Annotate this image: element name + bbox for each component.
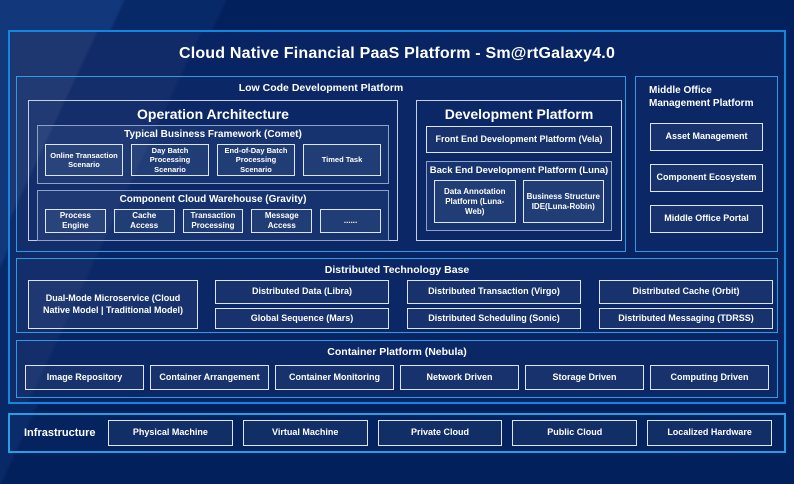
box-distributed-scheduling-sonic: Distributed Scheduling (Sonic) [407, 308, 581, 329]
box-process-engine: Process Engine [45, 209, 106, 234]
box-private-cloud: Private Cloud [377, 420, 503, 446]
luna-label: Back End Development Platform (Luna) [429, 165, 609, 176]
infrastructure-items: Physical Machine Virtual Machine Private… [108, 420, 772, 446]
typical-business-framework-comet: Typical Business Framework (Comet) Onlin… [37, 125, 389, 185]
box-network-driven: Network Driven [400, 365, 519, 390]
box-online-transaction-scenario: Online Transaction Scenario [45, 144, 123, 177]
box-distributed-transaction-virgo: Distributed Transaction (Virgo) [407, 280, 581, 304]
box-localized-hardware: Localized Hardware [647, 420, 772, 446]
box-public-cloud: Public Cloud [512, 420, 638, 446]
luna-items: Data Annotation Platform (Luna-Web) Busi… [427, 178, 611, 230]
box-asset-management: Asset Management [650, 123, 763, 151]
gravity-label: Component Cloud Warehouse (Gravity) [119, 194, 307, 206]
development-platform-box: Development Platform Front End Developme… [416, 100, 622, 241]
box-front-end-development-platform-vela: Front End Development Platform (Vela) [426, 126, 612, 153]
platform-frame: Cloud Native Financial PaaS Platform - S… [8, 30, 786, 404]
box-global-sequence-mars: Global Sequence (Mars) [215, 308, 389, 329]
panel-middle-office-management-platform: Middle Office Management Platform Asset … [635, 76, 778, 252]
operation-architecture-box: Operation Architecture Typical Business … [28, 100, 398, 242]
box-physical-machine: Physical Machine [108, 420, 233, 446]
box-distributed-messaging-tdrss: Distributed Messaging (TDRSS) [599, 308, 773, 329]
distributed-base-label: Distributed Technology Base [324, 264, 470, 276]
box-middle-office-portal: Middle Office Portal [650, 205, 763, 233]
middle-office-label: Middle Office Management Platform [649, 85, 754, 109]
panel-container-platform-nebula: Container Platform (Nebula) Image Reposi… [16, 340, 778, 398]
box-business-structure-ide-luna-robin: Business Structure IDE(Luna-Robin) [522, 180, 604, 223]
box-cache-access: Cache Access [113, 209, 175, 234]
box-ellipsis: ...... [320, 209, 381, 234]
box-container-arrangement: Container Arrangement [150, 365, 269, 390]
page-title: Cloud Native Financial PaaS Platform - S… [178, 45, 616, 62]
panel-distributed-technology-base: Distributed Technology Base Dual-Mode Mi… [16, 258, 778, 333]
box-transaction-processing: Transaction Processing [182, 209, 244, 234]
box-end-of-day-batch-processing-scenario: End-of-Day Batch Processing Scenario [217, 144, 295, 177]
box-distributed-cache-orbit: Distributed Cache (Orbit) [599, 280, 773, 304]
box-day-batch-processing-scenario: Day Batch Processing Scenario [131, 144, 209, 177]
box-timed-task: Timed Task [303, 144, 381, 177]
box-data-annotation-platform-luna-web: Data Annotation Platform (Luna-Web) [434, 180, 516, 223]
box-message-access: Message Access [251, 209, 313, 234]
panel-low-code-development-platform: Low Code Development Platform Operation … [16, 76, 626, 252]
low-code-platform-label: Low Code Development Platform [238, 82, 404, 94]
operation-architecture-title: Operation Architecture [137, 106, 289, 122]
container-items: Image Repository Container Arrangement C… [25, 365, 769, 390]
distributed-items-grid: Distributed Data (Libra) Distributed Tra… [215, 280, 773, 329]
infrastructure-label: Infrastructure [24, 427, 96, 439]
panel-infrastructure: Infrastructure Physical Machine Virtual … [8, 413, 786, 453]
container-platform-label: Container Platform (Nebula) [327, 346, 467, 358]
box-container-monitoring: Container Monitoring [275, 365, 394, 390]
comet-label: Typical Business Framework (Comet) [124, 129, 302, 140]
comet-items: Online Transaction Scenario Day Batch Pr… [38, 142, 388, 183]
back-end-development-platform-luna: Back End Development Platform (Luna) Dat… [426, 161, 612, 231]
box-virtual-machine: Virtual Machine [242, 420, 368, 446]
gravity-items: Process Engine Cache Access Transaction … [38, 207, 388, 240]
development-platform-title: Development Platform [444, 106, 594, 122]
box-distributed-data-libra: Distributed Data (Libra) [215, 280, 389, 304]
box-component-ecosystem: Component Ecosystem [650, 164, 763, 192]
box-computing-driven: Computing Driven [650, 365, 769, 390]
box-storage-driven: Storage Driven [525, 365, 644, 390]
component-cloud-warehouse-gravity: Component Cloud Warehouse (Gravity) Proc… [37, 190, 389, 242]
box-dual-mode-microservice: Dual-Mode Microservice (Cloud Native Mod… [28, 280, 198, 329]
box-image-repository: Image Repository [25, 365, 144, 390]
